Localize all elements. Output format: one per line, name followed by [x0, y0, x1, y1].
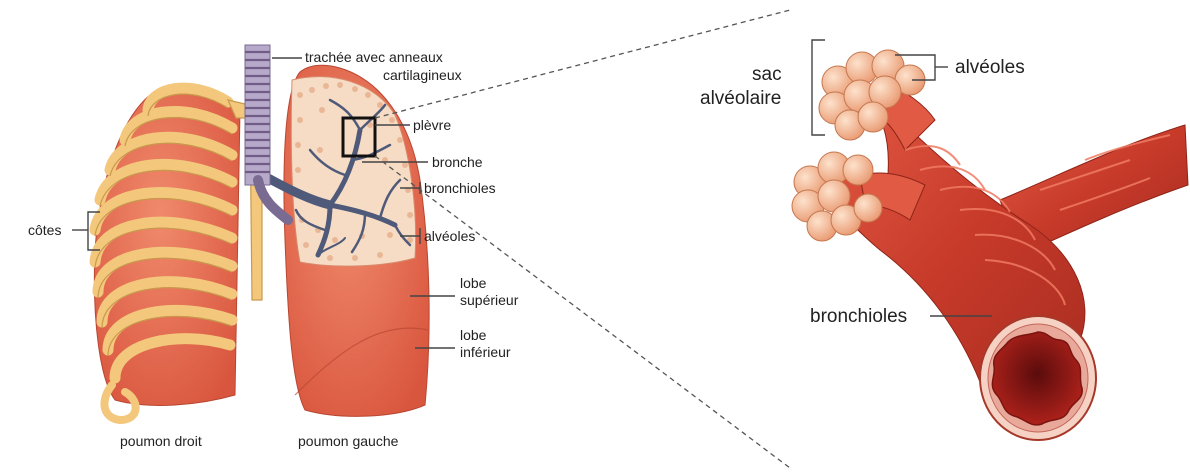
right-lung-caption: poumon droit	[120, 433, 202, 449]
bronchioles-label-left: bronchioles	[424, 180, 496, 196]
bronchiole-lumen	[992, 332, 1082, 425]
sac-label-line1: sac	[752, 64, 782, 85]
left-lung-caption: poumon gauche	[298, 433, 399, 449]
bronchiole-detail	[792, 50, 1188, 440]
ribs-label: côtes	[28, 222, 61, 238]
zoom-line-bottom	[375, 156, 790, 468]
trachea-label-line1: trachée avec anneaux	[305, 49, 443, 65]
lower-lobe-label-line1: lobe	[460, 327, 487, 343]
lungs-overview	[94, 45, 429, 420]
upper-lobe-label-line1: lobe	[460, 275, 487, 291]
trachea-label-line2: cartilagineux	[383, 67, 462, 83]
sac-label-line2: alvéolaire	[700, 88, 781, 109]
lower-lobe-label-line2: inférieur	[460, 344, 511, 360]
lung-cutaway	[291, 77, 415, 267]
upper-lobe-label-line2: supérieur	[460, 292, 519, 308]
bronchus-label: bronche	[432, 154, 483, 170]
alveoli-label-left: alvéoles	[424, 228, 475, 244]
alveoli-label-right: alvéoles	[955, 57, 1025, 78]
bronchioles-label-right: bronchioles	[810, 306, 907, 327]
pleura-label: plèvre	[413, 117, 451, 133]
